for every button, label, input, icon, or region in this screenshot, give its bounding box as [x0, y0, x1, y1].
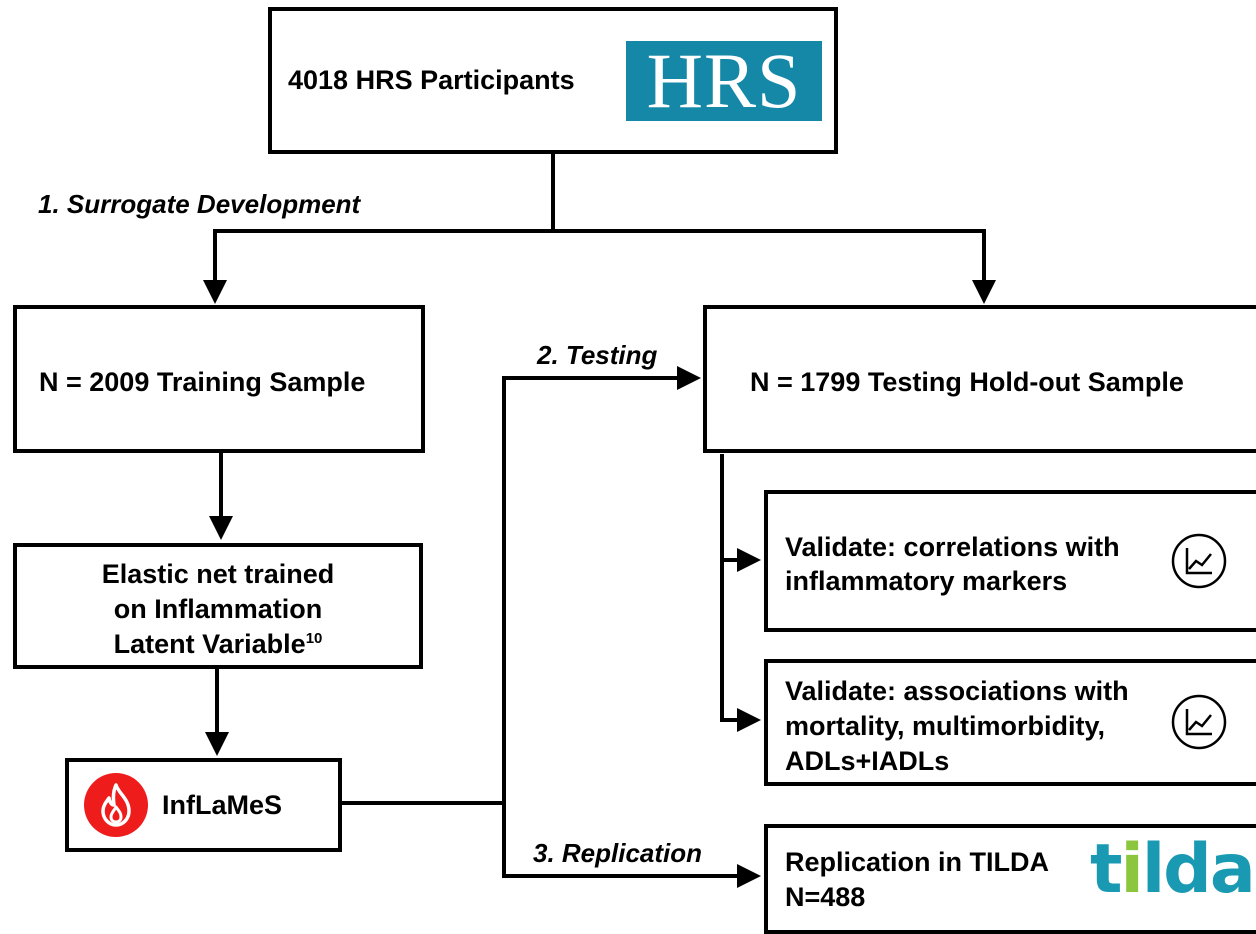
elastic-net-line2: on Inflammation	[113, 594, 323, 624]
hrs-logo: HRS	[626, 41, 822, 121]
training-sample-box: N = 2009 Training Sample	[13, 305, 425, 453]
replication-line1: Replication in TILDA	[785, 847, 1050, 877]
testing-sample-label: N = 1799 Testing Hold-out Sample	[750, 367, 1184, 397]
step-surrogate-development: 1. Surrogate Development	[38, 189, 361, 219]
validate-associations-line3: ADLs+IADLs	[785, 746, 950, 776]
line-chart-icon	[1171, 533, 1227, 589]
tilda-logo: tilda	[1090, 830, 1256, 909]
validate-associations-line1: Validate: associations with	[785, 676, 1129, 706]
validate-associations-line2: mortality, multimorbidity,	[785, 711, 1106, 741]
validate-correlations-line1: Validate: correlations with	[785, 532, 1120, 562]
step-replication: 3. Replication	[533, 838, 703, 868]
reference-superscript: 10	[305, 630, 323, 647]
participants-label: 4018 HRS Participants	[288, 65, 575, 95]
tilda-logo-lda: lda	[1141, 830, 1256, 909]
line-chart-icon	[1171, 694, 1227, 750]
elastic-net-line1: Elastic net trained	[101, 559, 335, 589]
elastic-net-line3-text: Latent Variable	[113, 629, 306, 659]
training-sample-label: N = 2009 Training Sample	[39, 367, 366, 397]
step-testing: 2. Testing	[537, 340, 658, 370]
elastic-net-line3: Latent Variable10	[17, 627, 419, 661]
participants-box: 4018 HRS Participants HRS	[268, 7, 838, 154]
tilda-logo-t: t	[1090, 830, 1122, 909]
replication-line2: N=488	[785, 882, 866, 912]
tilda-logo-i: i	[1120, 830, 1144, 909]
replication-box: Replication in TILDA N=488 tilda	[764, 824, 1256, 934]
validate-correlations-box: Validate: correlations with inflammatory…	[764, 490, 1256, 632]
fire-icon	[84, 773, 148, 837]
elastic-net-box: Elastic net trained on Inflammation Late…	[13, 543, 423, 669]
inflames-label: InfLaMeS	[162, 790, 283, 820]
inflames-box: InfLaMeS	[65, 758, 342, 852]
testing-sample-box: N = 1799 Testing Hold-out Sample	[703, 305, 1256, 453]
validate-correlations-line2: inflammatory markers	[785, 566, 1068, 596]
validate-associations-box: Validate: associations with mortality, m…	[764, 659, 1256, 786]
